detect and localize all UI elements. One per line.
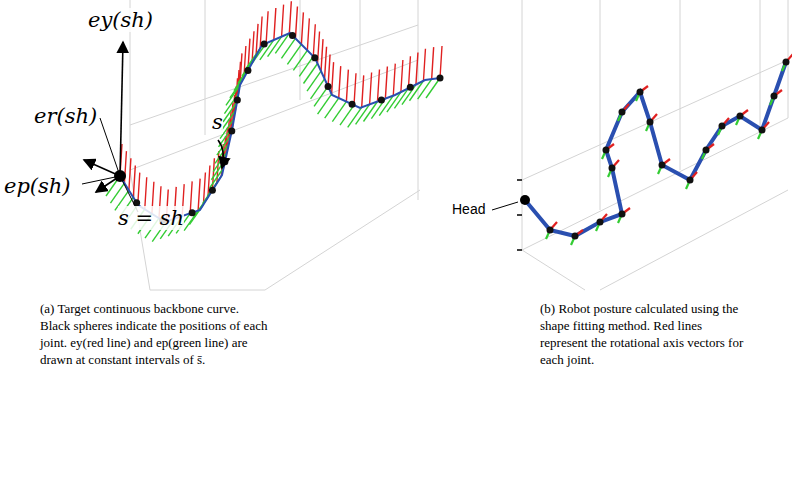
yaw-vector bbox=[129, 158, 131, 190]
head-label: Head bbox=[452, 201, 485, 217]
joint bbox=[719, 123, 726, 130]
axis-ticks bbox=[517, 180, 522, 250]
joint bbox=[759, 127, 766, 134]
yaw-vector bbox=[346, 70, 348, 102]
vector-label: ey(sh) bbox=[88, 8, 153, 32]
joint bbox=[547, 227, 554, 234]
joint bbox=[603, 147, 610, 154]
yaw-vector bbox=[385, 67, 387, 99]
joint-sphere bbox=[209, 187, 216, 194]
joint bbox=[572, 233, 579, 240]
yaw-vector bbox=[295, 6, 297, 38]
joint bbox=[637, 89, 644, 96]
yaw-vector bbox=[190, 181, 192, 213]
yaw-vector bbox=[416, 53, 418, 85]
yaw-vector bbox=[321, 39, 323, 71]
leader-line bbox=[492, 202, 518, 210]
head-joint bbox=[520, 195, 530, 205]
pitch-vector bbox=[304, 63, 318, 83]
pitch-vector bbox=[311, 79, 325, 99]
yaw-vector bbox=[423, 49, 425, 81]
yaw-vector bbox=[408, 56, 410, 88]
joint-sphere bbox=[437, 75, 444, 82]
yaw-vector bbox=[307, 18, 309, 50]
joint-sphere bbox=[407, 84, 414, 91]
joint bbox=[619, 211, 626, 218]
joint-sphere bbox=[311, 54, 318, 61]
joint bbox=[619, 109, 626, 116]
joint bbox=[771, 93, 778, 100]
yaw-vector bbox=[266, 11, 268, 43]
joint bbox=[647, 119, 654, 126]
joint-sphere bbox=[189, 209, 196, 216]
pitch-vector bbox=[307, 71, 321, 91]
leader-arrows bbox=[82, 42, 223, 212]
yaw-vector bbox=[362, 75, 364, 107]
axis-grid bbox=[130, 0, 420, 290]
joint bbox=[659, 162, 666, 169]
yaw-vector bbox=[282, 5, 284, 37]
joint-sphere bbox=[325, 83, 332, 90]
joint-sphere bbox=[349, 101, 356, 108]
joint-sphere bbox=[261, 41, 268, 48]
pitch-vector bbox=[314, 86, 328, 106]
yaw-vector bbox=[393, 64, 395, 96]
yaw-vector bbox=[325, 47, 327, 79]
joint-sphere bbox=[289, 32, 296, 39]
yaw-vector bbox=[440, 46, 442, 78]
yaw-vector bbox=[339, 66, 341, 98]
joint-sphere bbox=[228, 127, 235, 134]
head-point bbox=[114, 170, 126, 182]
yaw-vector bbox=[328, 54, 330, 86]
joint-sphere bbox=[244, 67, 251, 74]
point-label: s = sh bbox=[118, 206, 184, 230]
joint bbox=[609, 165, 616, 172]
pitch-vector bbox=[348, 107, 362, 127]
axis-grid bbox=[522, 0, 788, 290]
yaw-vector bbox=[432, 47, 434, 79]
yaw-vector bbox=[274, 8, 276, 40]
pitch-vector bbox=[426, 78, 440, 98]
vector-label: ep(sh) bbox=[4, 174, 71, 198]
yaw-vector bbox=[377, 70, 379, 102]
joint bbox=[737, 113, 744, 120]
yaw-vector bbox=[401, 60, 403, 92]
yaw-vector bbox=[354, 73, 356, 105]
yaw-vector bbox=[133, 165, 135, 197]
yaw-vector bbox=[198, 179, 200, 211]
joint-sphere bbox=[234, 96, 241, 103]
joint bbox=[597, 219, 604, 226]
subfigure-caption: (a) Target continuous backbone curve. Bl… bbox=[40, 300, 268, 368]
yaw-vector bbox=[289, 1, 291, 33]
subfigure-caption: (b) Robot posture calculated using the s… bbox=[540, 300, 752, 368]
yaw-vector bbox=[370, 72, 372, 104]
joint bbox=[703, 147, 710, 154]
yaw-vector bbox=[145, 177, 147, 209]
arc-length-label: s bbox=[212, 110, 223, 134]
yaw-vector bbox=[301, 12, 303, 44]
backbone-curve bbox=[106, 1, 444, 241]
joint bbox=[783, 59, 790, 66]
joint-sphere bbox=[378, 97, 385, 104]
joint bbox=[687, 177, 694, 184]
yaw-vector bbox=[313, 24, 315, 56]
yaw-vector bbox=[332, 62, 334, 94]
vector-label: er(sh) bbox=[34, 104, 97, 128]
curve-line bbox=[120, 33, 440, 222]
robot-posture bbox=[525, 54, 792, 245]
link-line bbox=[525, 62, 786, 236]
yaw-vector bbox=[217, 151, 219, 183]
